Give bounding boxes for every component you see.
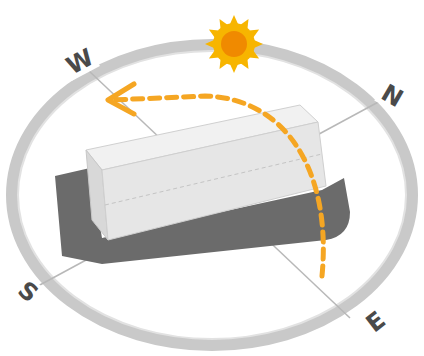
- sun-ray: [230, 64, 238, 73]
- sun-ray: [230, 15, 238, 24]
- compass-direction: E: [359, 305, 393, 340]
- compass-ring: [12, 45, 412, 345]
- building-seam: [105, 154, 322, 205]
- compass-ring-inner: [18, 51, 406, 339]
- sun-ray: [205, 40, 214, 48]
- sun-ray: [254, 40, 263, 48]
- north-south-axis: [38, 100, 382, 286]
- sun-path: [112, 96, 323, 276]
- sun-icon: [205, 15, 263, 73]
- sun-path-arrowhead: [108, 84, 134, 114]
